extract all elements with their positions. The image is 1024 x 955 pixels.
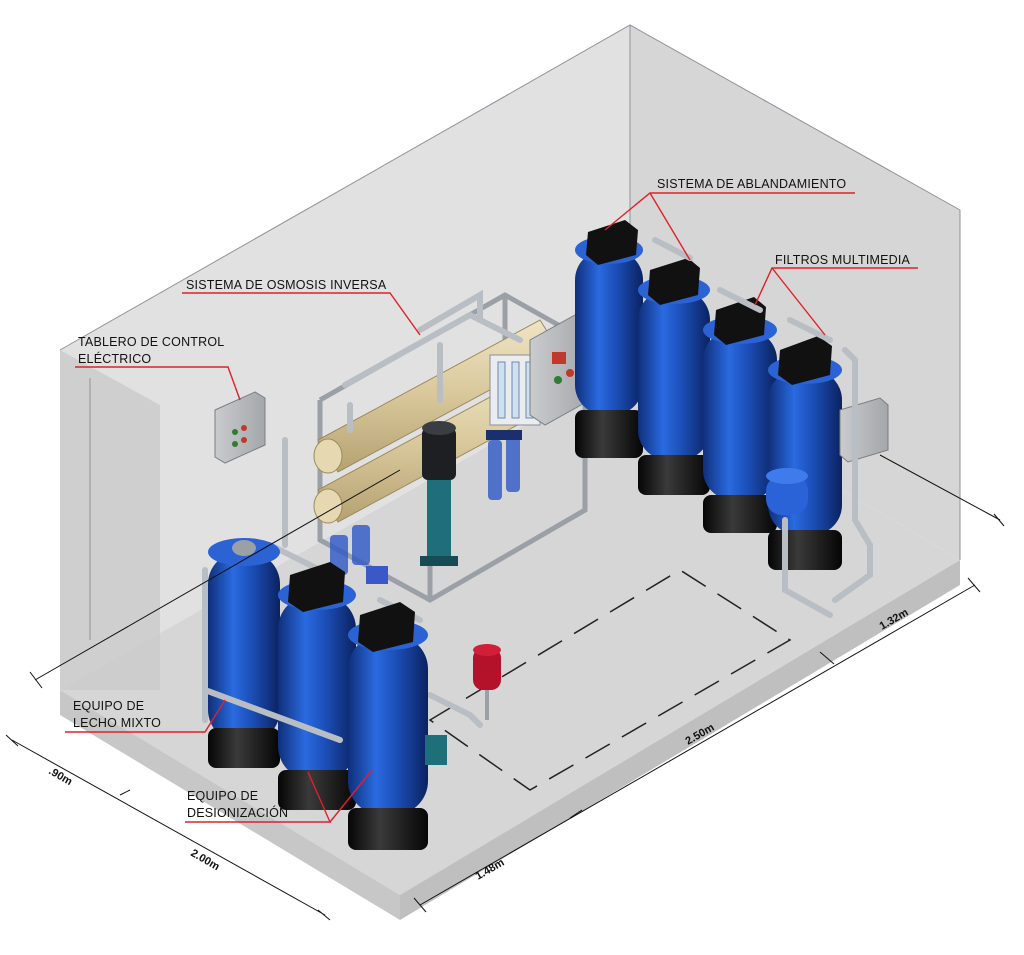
softener-tank-1 — [575, 220, 643, 458]
dimension-lines — [5, 454, 1005, 921]
room-left-wall-ledge — [60, 350, 160, 690]
dim-label-200: 2.00m — [189, 847, 222, 873]
label-mixed-bed-line1: EQUIPO DE — [73, 699, 144, 713]
label-deionization-line2: DESIONIZACIÓN — [187, 805, 288, 820]
deionization-tank-2 — [348, 602, 428, 850]
electrical-control-panel — [214, 391, 266, 464]
label-softening-system: SISTEMA DE ABLANDAMIENTO — [657, 177, 846, 191]
multimedia-control-box — [839, 397, 889, 463]
softener-tank-2 — [638, 258, 710, 495]
room-floor-slab-front-left — [60, 690, 400, 920]
label-control-panel-line2: ELÉCTRICO — [78, 351, 151, 366]
high-pressure-pump — [420, 421, 458, 566]
multimedia-tank-2 — [768, 336, 842, 570]
deionization-tank-1 — [278, 562, 356, 810]
label-reverse-osmosis: SISTEMA DE OSMOSIS INVERSA — [186, 278, 387, 292]
dim-label-090: .90m — [47, 765, 75, 788]
mixed-bed-tank — [208, 538, 280, 768]
label-deionization-line1: EQUIPO DE — [187, 789, 258, 803]
multimedia-tank-1 — [703, 297, 777, 533]
room-floor-slab-front-right — [400, 560, 960, 920]
label-control-panel-line1: TABLERO DE CONTROL — [78, 335, 224, 349]
multimedia-filter-tanks — [652, 237, 889, 618]
label-multimedia-filters: FILTROS MULTIMEDIA — [775, 253, 911, 267]
brine-tank — [766, 468, 808, 515]
label-mixed-bed-line2: LECHO MIXTO — [73, 716, 161, 730]
ro-cartridge-filters — [486, 430, 522, 500]
expansion-tank — [473, 644, 501, 720]
leader-lines — [65, 192, 918, 823]
deionization-tanks — [202, 562, 447, 850]
floor-dashed-area — [428, 569, 792, 791]
room-back-left-wall — [60, 25, 630, 690]
softening-system-tanks — [575, 220, 710, 495]
